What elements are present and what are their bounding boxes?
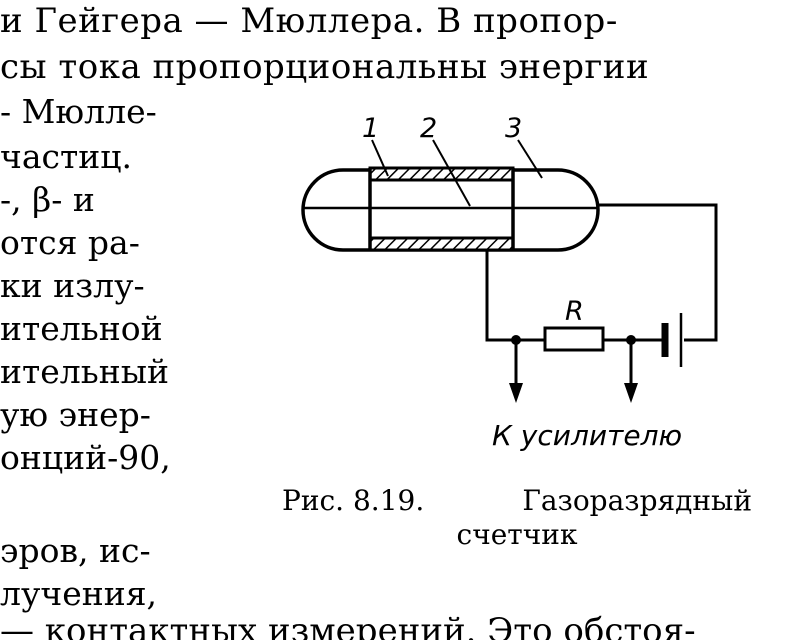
output-arrow-left bbox=[509, 383, 523, 403]
output-arrow-right bbox=[624, 383, 638, 403]
column-line-3: -, β- и bbox=[0, 180, 95, 219]
column-line-5: ки излу- bbox=[0, 266, 145, 305]
caption-number: Рис. 8.19. bbox=[282, 484, 425, 517]
column-line-8: ую энер- bbox=[0, 395, 151, 434]
label-3: 3 bbox=[505, 113, 522, 144]
leader-1 bbox=[371, 139, 389, 177]
text-line-1: и Гейгера — Мюллера. В пропор- bbox=[0, 1, 618, 41]
cathode-bottom-wall bbox=[368, 236, 515, 252]
column-line-12: лучения, bbox=[0, 574, 158, 613]
label-resistor: R bbox=[565, 296, 584, 327]
caption-title: Газоразрядный bbox=[522, 484, 752, 517]
leader-3 bbox=[517, 139, 543, 179]
column-line-6: ительной bbox=[0, 309, 163, 348]
column-line-11: эров, ис- bbox=[0, 531, 151, 570]
label-output: К усилителю bbox=[492, 419, 682, 452]
label-2: 2 bbox=[420, 113, 437, 144]
column-line-2: частиц. bbox=[0, 137, 132, 176]
leader-2 bbox=[432, 139, 471, 207]
text-line-bottom: — контактных измерений. Это обстоя- bbox=[0, 611, 696, 640]
label-1: 1 bbox=[362, 113, 379, 144]
column-line-9: онций-90, bbox=[0, 438, 171, 477]
caption-title-line2: счетчик bbox=[456, 518, 578, 551]
cathode-lead bbox=[485, 250, 545, 342]
figure-caption: Рис. 8.19. Газоразрядный счетчик bbox=[282, 484, 752, 552]
resistor bbox=[543, 326, 605, 352]
column-line-4: отся ра- bbox=[0, 223, 140, 262]
column-line-7: ительный bbox=[0, 352, 169, 391]
text-line-2: сы тока пропорциональны энергии bbox=[0, 47, 650, 87]
column-line-1: - Мюлле- bbox=[0, 92, 157, 131]
anode-lead bbox=[598, 203, 718, 342]
cathode-top-wall bbox=[368, 166, 515, 182]
